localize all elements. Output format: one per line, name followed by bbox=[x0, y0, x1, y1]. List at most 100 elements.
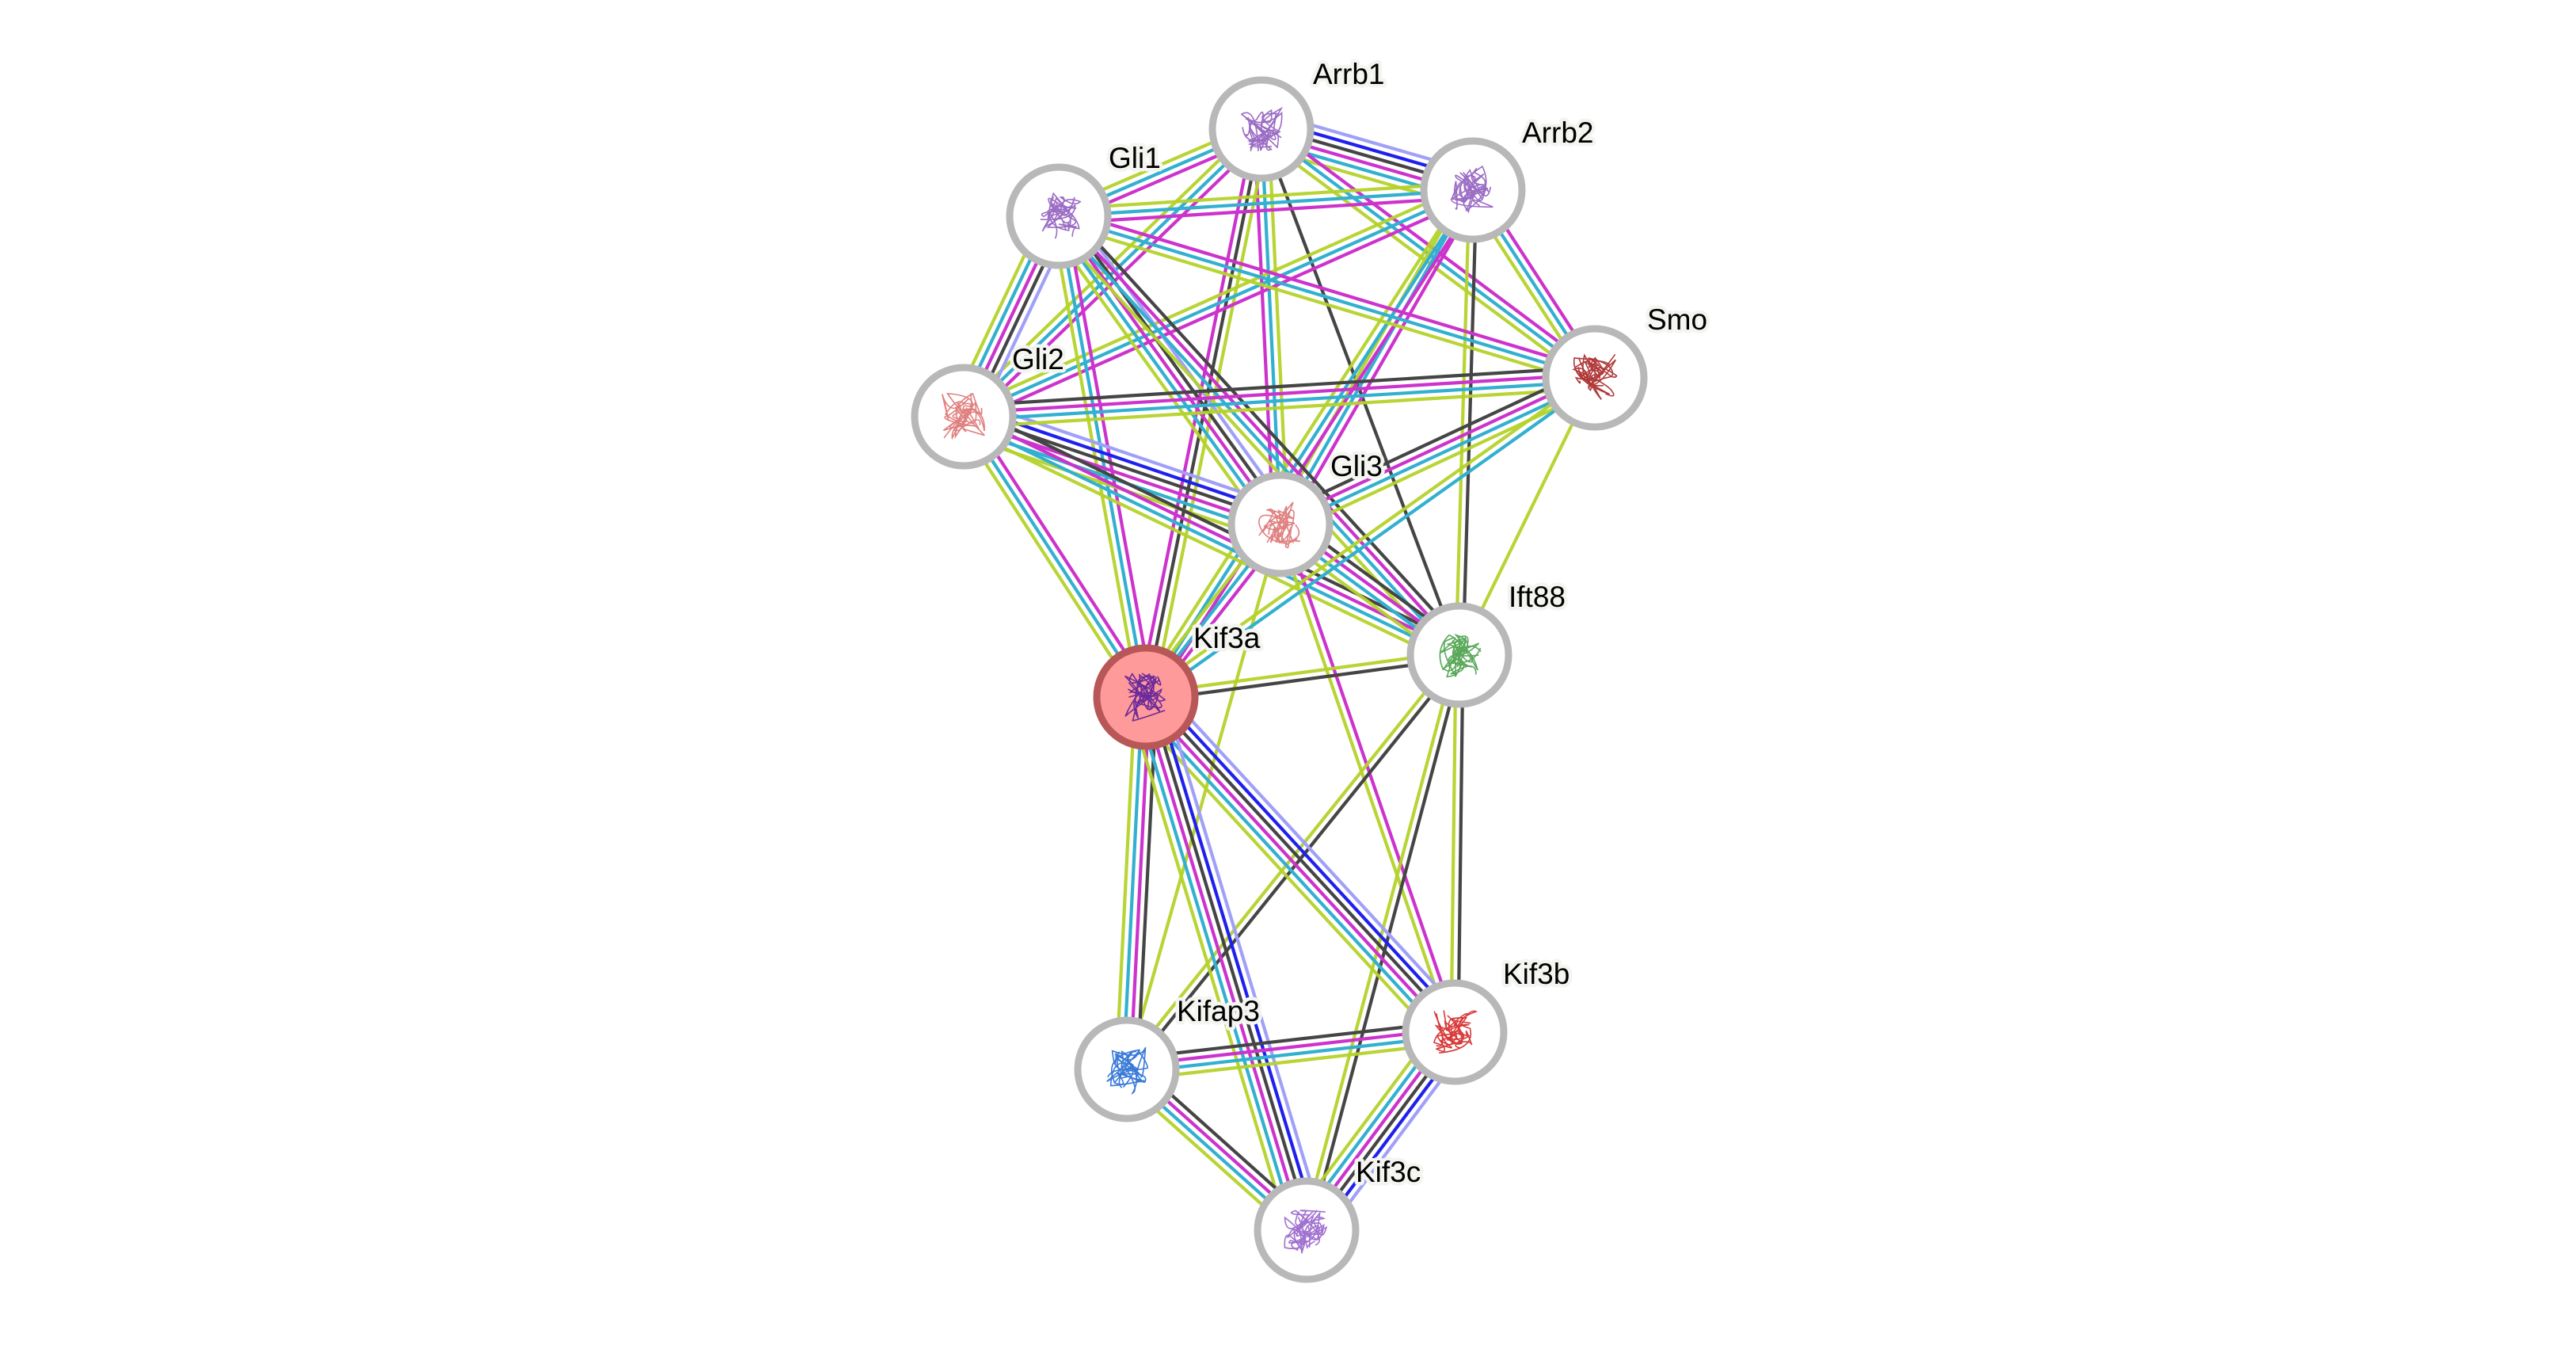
edge-gli3-smo[interactable] bbox=[1275, 366, 1600, 536]
edge-line-databases bbox=[1144, 189, 1474, 699]
edge-gli2-smo[interactable] bbox=[963, 365, 1596, 429]
edge-line-databases bbox=[962, 415, 1147, 699]
edge-line-coexpression bbox=[967, 405, 1465, 647]
protein-structure-icon bbox=[1258, 501, 1301, 549]
protein-structure-icon bbox=[1284, 1210, 1328, 1254]
edge-line-textmining bbox=[1045, 223, 1271, 534]
edge-line-coexpression bbox=[1456, 655, 1465, 1033]
node-label-gli1: Gli1 bbox=[1109, 142, 1161, 174]
edge-gli2-kif3a[interactable] bbox=[956, 411, 1154, 703]
node-ift88[interactable] bbox=[1406, 602, 1512, 708]
edge-line-databases bbox=[1136, 703, 1448, 1041]
node-gli1[interactable] bbox=[1006, 163, 1112, 269]
edge-line-textmining bbox=[957, 123, 1258, 413]
edge-line-experiments bbox=[967, 132, 1268, 423]
node-circle[interactable] bbox=[1254, 1177, 1360, 1283]
edge-kifap3-kif3b[interactable] bbox=[1125, 1019, 1456, 1082]
protein-structure-icon bbox=[1439, 634, 1482, 678]
edge-line-databases bbox=[961, 418, 1459, 660]
node-gli2[interactable] bbox=[911, 364, 1017, 470]
edge-line-experiments bbox=[1059, 195, 1474, 226]
edge-line-experiments bbox=[965, 412, 1462, 654]
edge-line-databases bbox=[1127, 1034, 1455, 1075]
edge-line-experiments bbox=[1282, 522, 1460, 1032]
edge-line-textmining bbox=[1284, 386, 1600, 536]
node-label-kif3a: Kif3a bbox=[1193, 622, 1261, 654]
edge-gli2-ift88[interactable] bbox=[958, 405, 1465, 667]
edge-gli1-smo[interactable] bbox=[1056, 208, 1598, 387]
node-arrb2[interactable] bbox=[1420, 137, 1526, 243]
edge-ift88-kif3a[interactable] bbox=[1145, 650, 1460, 703]
protein-structure-icon bbox=[1240, 106, 1284, 152]
node-arrb1[interactable] bbox=[1208, 76, 1315, 182]
edge-line-homology bbox=[1157, 684, 1470, 1022]
edge-line-databases bbox=[1056, 215, 1148, 698]
node-label-kifap3: Kifap3 bbox=[1177, 995, 1260, 1027]
edge-line-databases bbox=[1147, 379, 1598, 702]
edge-line-coexpression bbox=[1275, 366, 1592, 516]
edge-line-textmining bbox=[1301, 654, 1458, 1230]
edge-line-homology bbox=[1161, 691, 1326, 1226]
edge-arrb2-gli1[interactable] bbox=[1058, 181, 1474, 226]
node-label-ift88: Ift88 bbox=[1509, 581, 1566, 613]
edge-line-experiments bbox=[1278, 373, 1594, 523]
edge-line-textmining bbox=[1449, 654, 1458, 1032]
edge-line-experiments bbox=[1057, 215, 1282, 526]
edge-line-experiments bbox=[965, 195, 1477, 425]
edge-line-experiments bbox=[1060, 212, 1463, 654]
edge-gli1-gli3[interactable] bbox=[1045, 207, 1294, 534]
edge-line-experiments bbox=[1060, 208, 1598, 373]
edge-arrb2-gli3[interactable] bbox=[1273, 185, 1481, 529]
protein-structure-icon bbox=[1106, 1046, 1148, 1095]
protein-structure-icon bbox=[1572, 353, 1618, 400]
edge-kif3a-kif3b[interactable] bbox=[1131, 684, 1470, 1046]
edge-line-databases bbox=[1121, 696, 1144, 1069]
edge-line-experiments bbox=[963, 372, 1595, 415]
edge-line-homology bbox=[1068, 207, 1294, 517]
edge-line-textmining bbox=[1138, 185, 1469, 695]
edge-line-cooccurrence bbox=[1152, 688, 1464, 1027]
edge-arrb2-gli2[interactable] bbox=[960, 181, 1477, 425]
labels-layer: Arrb1Arrb2Gli1Gli2SmoGli3Ift88Kif3aKif3b… bbox=[1009, 55, 1711, 1192]
protein-structure-icon bbox=[942, 392, 985, 440]
node-kif3a[interactable] bbox=[1093, 644, 1199, 750]
edge-line-coexpression bbox=[1260, 128, 1461, 656]
edge-line-textmining bbox=[1127, 701, 1292, 1237]
edge-line-experiments bbox=[1140, 697, 1305, 1232]
edge-arrb1-gli2[interactable] bbox=[957, 123, 1268, 423]
node-label-gli3: Gli3 bbox=[1330, 450, 1383, 482]
edge-line-textmining bbox=[1143, 373, 1594, 696]
edge-line-experiments bbox=[1150, 192, 1481, 703]
protein-structure-icon bbox=[1450, 165, 1493, 214]
node-smo[interactable] bbox=[1542, 325, 1648, 431]
edge-arrb2-kif3a[interactable] bbox=[1138, 185, 1481, 703]
edge-gli1-ift88[interactable] bbox=[1049, 208, 1469, 664]
node-gli3[interactable] bbox=[1227, 471, 1334, 577]
node-kif3c[interactable] bbox=[1254, 1177, 1360, 1283]
edge-kif3a-kif3c[interactable] bbox=[1127, 691, 1326, 1237]
node-kif3b[interactable] bbox=[1402, 979, 1508, 1085]
edge-line-textmining bbox=[958, 425, 1456, 667]
edge-line-databases bbox=[1281, 379, 1597, 529]
edge-line-coexpression bbox=[1146, 657, 1460, 703]
edge-line-coexpression bbox=[1147, 695, 1312, 1230]
edge-line-databases bbox=[963, 189, 1474, 418]
edge-line-databases bbox=[1279, 189, 1474, 526]
edge-ift88-kif3b[interactable] bbox=[1449, 654, 1465, 1033]
edge-line-coexpression bbox=[1125, 1019, 1454, 1061]
edge-line-textmining bbox=[1058, 181, 1473, 211]
edge-line-databases bbox=[1051, 219, 1277, 530]
edge-smo-kif3a[interactable] bbox=[1143, 373, 1598, 702]
protein-structure-icon bbox=[1040, 192, 1082, 239]
edge-line-databases bbox=[964, 379, 1596, 422]
edge-line-coexpression bbox=[963, 365, 1595, 408]
edge-line-databases bbox=[1058, 214, 1596, 380]
edge-line-coexpression bbox=[1147, 693, 1459, 1031]
edge-arrb1-ift88[interactable] bbox=[1260, 128, 1461, 656]
edge-line-databases bbox=[1055, 217, 1459, 659]
edge-line-experiments bbox=[1126, 1027, 1455, 1068]
edge-line-textmining bbox=[1273, 185, 1469, 522]
node-label-arrb2: Arrb2 bbox=[1522, 116, 1593, 149]
node-kifap3[interactable] bbox=[1074, 1016, 1180, 1122]
edge-line-databases bbox=[1134, 699, 1299, 1234]
